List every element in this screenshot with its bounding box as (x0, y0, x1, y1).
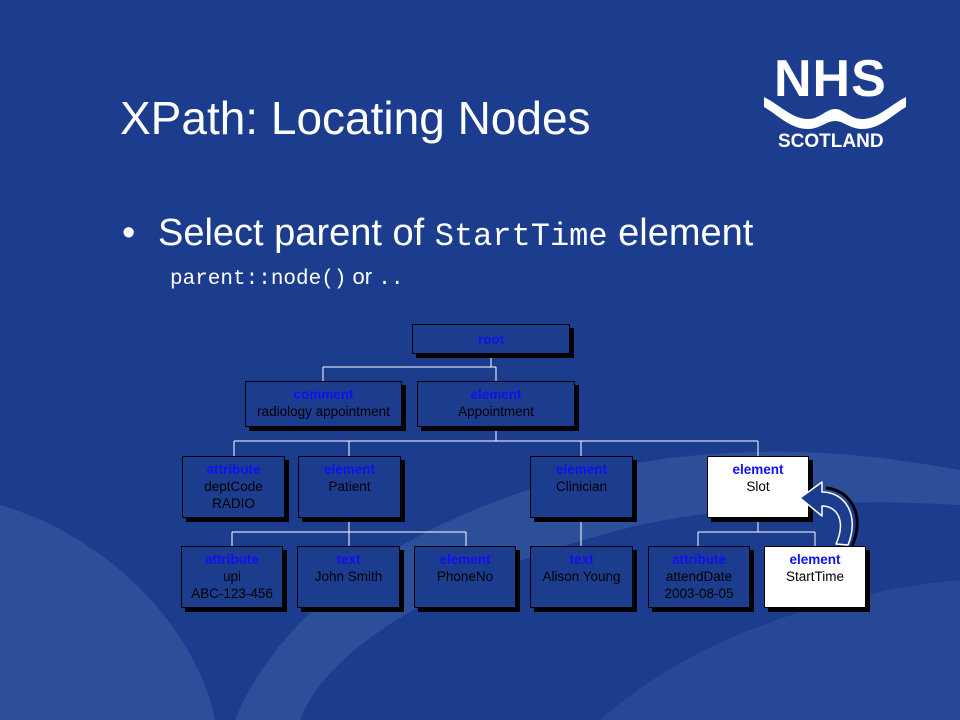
bullet-text-before: Select parent of (158, 212, 435, 254)
tree-node-patient: element Patient (298, 456, 401, 518)
tree-node-appointment: element Appointment (417, 381, 575, 427)
node-value: PhoneNo (436, 569, 494, 584)
node-value: Alison Young (542, 569, 621, 584)
node-value: StartTime (785, 569, 844, 584)
node-value: 2003-08-05 (664, 586, 734, 601)
node-type-label: element (323, 462, 376, 477)
tree-node-root: root (412, 324, 570, 354)
node-type-label: element (555, 462, 608, 477)
node-type-label: text (569, 552, 594, 567)
tree-node-john-smith: text John Smith (297, 546, 400, 608)
tree-node-clinician: element Clinician (530, 456, 633, 518)
node-value: Patient (328, 479, 371, 494)
node-value: John Smith (314, 569, 383, 584)
xpath-code-parent: parent::node() (170, 268, 347, 291)
bullet-code: StartTime (434, 218, 608, 255)
xpath-code-dots: .. (378, 268, 404, 291)
node-value: radiology appointment (257, 404, 390, 419)
logo-nhs-text: NHS (774, 50, 887, 108)
node-type-label: attribute (205, 552, 259, 567)
node-type-label: attribute (206, 462, 261, 477)
bullet-point: • Select parent of StartTime element (122, 208, 753, 262)
xpath-or-text: or (346, 264, 379, 289)
node-value: ABC-123-456 (191, 586, 273, 601)
node-value: Slot (746, 479, 770, 494)
tree-node-attenddate: attribute attendDate 2003-08-05 (648, 546, 750, 608)
tree-node-starttime: element StartTime (764, 546, 866, 608)
node-type-label: element (732, 462, 784, 477)
node-type-label: element (439, 552, 491, 567)
nhs-scotland-logo: NHS SCOTLAND (760, 51, 910, 155)
tree-node-alison-young: text Alison Young (530, 546, 633, 608)
logo-wave-icon (764, 97, 906, 129)
node-type-label: text (336, 552, 361, 567)
node-type-label: element (789, 552, 841, 567)
node-type-label: element (470, 387, 522, 402)
node-type-label: attribute (672, 552, 726, 567)
tree-node-phoneno: element PhoneNo (414, 546, 516, 608)
logo-scotland-text: SCOTLAND (778, 131, 884, 152)
node-type-label: root (477, 332, 505, 347)
tree-node-upi: attribute upi ABC-123-456 (181, 546, 283, 608)
node-value: upi (222, 569, 241, 584)
node-value: deptCode (204, 479, 263, 494)
node-type-label: comment (293, 387, 354, 402)
tree-node-deptcode: attribute deptCode RADIO (182, 456, 285, 518)
node-value: Clinician (555, 479, 608, 494)
bullet-icon: • (122, 212, 136, 254)
tree-node-slot: element Slot (707, 456, 809, 518)
tree-node-comment: comment radiology appointment (245, 381, 402, 427)
slide-title: XPath: Locating Nodes (120, 92, 591, 144)
node-value: attendDate (665, 569, 733, 584)
node-value: RADIO (212, 496, 255, 511)
bullet-text-after: element (607, 212, 754, 254)
node-value: Appointment (458, 404, 534, 419)
xpath-expression: parent::node() or .. (170, 262, 403, 295)
